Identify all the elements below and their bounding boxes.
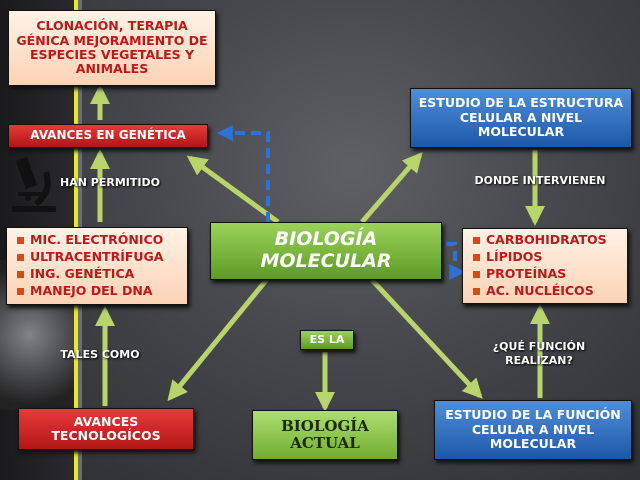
bullet-icon xyxy=(17,271,24,278)
node-avances-tecnologicos: AVANCES TECNOLOGÍCOS xyxy=(18,408,194,450)
node-biologia-actual: BIOLOGÍA ACTUAL xyxy=(252,410,398,460)
bullet-icon xyxy=(17,237,24,244)
bullet-icon xyxy=(473,237,480,244)
node-clonacion: CLONACIÓN, TERAPIA GÉNICA MEJORAMIENTO D… xyxy=(8,10,216,86)
node-biomoleculas: CARBOHIDRATOS LÍPIDOS PROTEÍNAS AC. NUCL… xyxy=(462,228,628,304)
arrow-mol-to-tecnologicos xyxy=(167,276,270,402)
arrow-mol-to-funcion xyxy=(370,278,483,399)
node-es-la: ES LA xyxy=(300,330,354,350)
list-item: ING. GENÉTICA xyxy=(17,266,134,283)
bullet-icon xyxy=(473,254,480,261)
node-avances-genetica: AVANCES EN GENÉTICA xyxy=(8,124,208,148)
dashed-arrow-biomoleculas xyxy=(446,242,466,280)
dashed-arrow-genetica xyxy=(216,125,270,222)
node-funcion-celular: ESTUDIO DE LA FUNCIÓN CELULAR A NIVEL MO… xyxy=(434,400,632,460)
arrow-mol-to-genetica xyxy=(186,155,280,225)
list-item: PROTEÍNAS xyxy=(473,266,566,283)
node-tecnicas: MIC. ELECTRÓNICO ULTRACENTRÍFUGA ING. GE… xyxy=(6,227,188,305)
microscope-icon xyxy=(12,156,56,212)
list-item: MIC. ELECTRÓNICO xyxy=(17,232,163,249)
label-que-funcion: ¿QUÉ FUNCIÓN REALIZAN? xyxy=(492,340,586,367)
node-estructura-celular: ESTUDIO DE LA ESTRUCTURA CELULAR A NIVEL… xyxy=(410,88,632,148)
list-item: LÍPIDOS xyxy=(473,249,542,266)
list-item: AC. NUCLÉICOS xyxy=(473,283,594,300)
list-item: CARBOHIDRATOS xyxy=(473,232,607,249)
label-tales-como: TALES COMO xyxy=(60,348,140,361)
bullet-icon xyxy=(17,288,24,295)
list-item: ULTRACENTRÍFUGA xyxy=(17,249,163,266)
arrow-mol-to-estructura xyxy=(360,151,423,224)
label-han-permitido: HAN PERMITIDO xyxy=(60,176,160,189)
bullet-icon xyxy=(473,288,480,295)
label-donde-intervienen: DONDE INTERVIENEN xyxy=(474,174,606,187)
bullet-icon xyxy=(17,254,24,261)
bullet-icon xyxy=(473,271,480,278)
node-biologia-molecular: BIOLOGÍA MOLECULAR xyxy=(210,222,442,280)
list-item: MANEJO DEL DNA xyxy=(17,283,153,300)
